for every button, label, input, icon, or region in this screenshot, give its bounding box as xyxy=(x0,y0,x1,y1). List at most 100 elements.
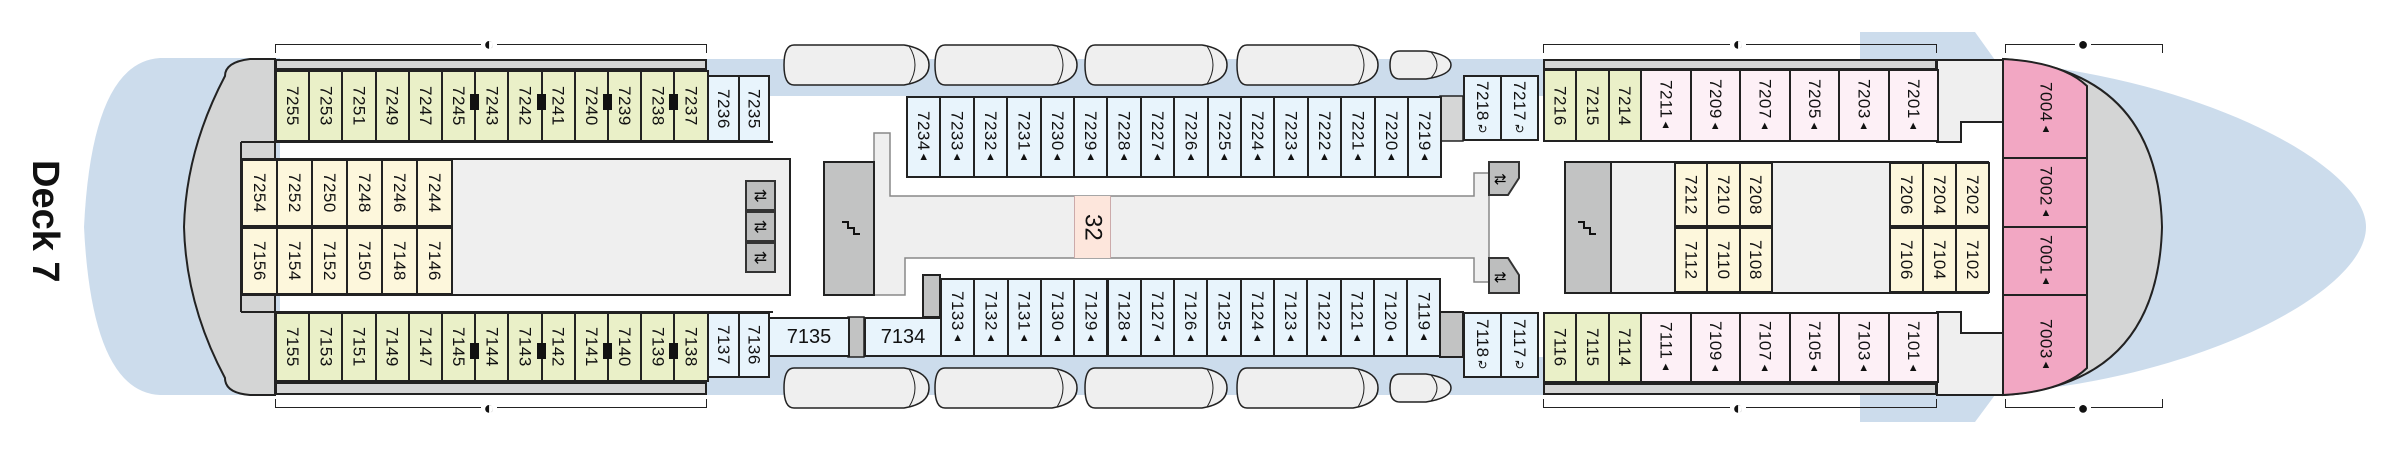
cabin-7114[interactable]: 7114 xyxy=(1607,312,1642,383)
cabin-7229[interactable]: 7229▲ xyxy=(1073,96,1109,178)
cabin-7219[interactable]: 7219▲ xyxy=(1407,96,1443,178)
cabin-7231[interactable]: 7231▲ xyxy=(1006,96,1042,178)
cabin-7220[interactable]: 7220▲ xyxy=(1373,96,1409,178)
cabin-7237[interactable]: 7237 xyxy=(673,70,709,142)
cabin-7110[interactable]: 7110 xyxy=(1706,227,1741,293)
cabin-7149[interactable]: 7149 xyxy=(374,312,410,382)
cabin-7214[interactable]: 7214 xyxy=(1607,69,1642,142)
cabin-7251[interactable]: 7251 xyxy=(341,70,377,142)
cabin-7120[interactable]: 7120▲ xyxy=(1372,278,1409,357)
cabin-7128[interactable]: 7128▲ xyxy=(1106,278,1142,357)
cabin-7004[interactable]: 7004▲ xyxy=(2003,59,2089,158)
cabin-7249[interactable]: 7249 xyxy=(374,70,410,142)
cabin-7121[interactable]: 7121▲ xyxy=(1339,278,1375,357)
cabin-7105[interactable]: 7105▲ xyxy=(1788,312,1840,383)
cabin-7146[interactable]: 7146 xyxy=(416,227,453,295)
cabin-7116[interactable]: 7116 xyxy=(1543,312,1578,383)
cabin-7218[interactable]: 7218↻ xyxy=(1463,75,1502,141)
cabin-7112[interactable]: 7112 xyxy=(1674,227,1709,293)
cabin-7236[interactable]: 7236 xyxy=(707,75,740,142)
cabin-7104[interactable]: 7104 xyxy=(1922,227,1957,293)
cabin-7118[interactable]: 7118↻ xyxy=(1463,312,1502,378)
cabin-7101[interactable]: 7101▲ xyxy=(1887,312,1939,383)
cabin-7241[interactable]: 7241 xyxy=(540,70,576,142)
cabin-7203[interactable]: 7203▲ xyxy=(1838,69,1890,142)
cabin-7252[interactable]: 7252 xyxy=(276,159,313,227)
cabin-7216[interactable]: 7216 xyxy=(1543,69,1578,142)
cabin-7255[interactable]: 7255 xyxy=(275,70,311,142)
cabin-7124[interactable]: 7124▲ xyxy=(1239,278,1275,357)
cabin-7144[interactable]: 7144 xyxy=(474,312,510,382)
cabin-7202[interactable]: 7202 xyxy=(1955,162,1990,227)
cabin-7126[interactable]: 7126▲ xyxy=(1173,278,1209,357)
cabin-7115[interactable]: 7115 xyxy=(1575,312,1610,383)
cabin-7134[interactable]: 7134 xyxy=(864,317,942,357)
public-area-32[interactable]: 32 xyxy=(1074,196,1111,258)
cabin-7210[interactable]: 7210 xyxy=(1706,162,1741,227)
cabin-7003[interactable]: 7003▲ xyxy=(2003,295,2089,395)
cabin-7152[interactable]: 7152 xyxy=(311,227,348,295)
cabin-7232[interactable]: 7232▲ xyxy=(972,96,1009,178)
cabin-7246[interactable]: 7246 xyxy=(381,159,418,227)
cabin-7123[interactable]: 7123▲ xyxy=(1273,278,1309,357)
cabin-7137[interactable]: 7137 xyxy=(707,312,740,378)
cabin-7143[interactable]: 7143 xyxy=(507,312,543,382)
cabin-7212[interactable]: 7212 xyxy=(1674,162,1709,227)
cabin-7147[interactable]: 7147 xyxy=(407,312,443,382)
cabin-7201[interactable]: 7201▲ xyxy=(1887,69,1939,142)
cabin-7250[interactable]: 7250 xyxy=(311,159,348,227)
cabin-7207[interactable]: 7207▲ xyxy=(1739,69,1791,142)
cabin-7248[interactable]: 7248 xyxy=(346,159,383,227)
cabin-7233[interactable]: 7233▲ xyxy=(939,96,975,178)
cabin-7222[interactable]: 7222▲ xyxy=(1306,96,1343,178)
cabin-7125[interactable]: 7125▲ xyxy=(1206,278,1242,357)
cabin-7140[interactable]: 7140 xyxy=(607,312,643,382)
cabin-7247[interactable]: 7247 xyxy=(407,70,443,142)
cabin-7131[interactable]: 7131▲ xyxy=(1006,278,1042,357)
cabin-7235[interactable]: 7235 xyxy=(737,75,770,142)
cabin-7129[interactable]: 7129▲ xyxy=(1073,278,1109,357)
cabin-7243[interactable]: 7243 xyxy=(474,70,510,142)
cabin-7150[interactable]: 7150 xyxy=(346,227,383,295)
cabin-7153[interactable]: 7153 xyxy=(308,312,344,382)
cabin-7253[interactable]: 7253 xyxy=(308,70,344,142)
cabin-7221[interactable]: 7221▲ xyxy=(1340,96,1376,178)
cabin-7211[interactable]: 7211▲ xyxy=(1640,69,1692,142)
cabin-7127[interactable]: 7127▲ xyxy=(1139,278,1176,357)
cabin-7154[interactable]: 7154 xyxy=(276,227,313,295)
cabin-7108[interactable]: 7108 xyxy=(1738,227,1773,293)
cabin-7142[interactable]: 7142 xyxy=(540,312,576,382)
cabin-7107[interactable]: 7107▲ xyxy=(1739,312,1791,383)
cabin-7226[interactable]: 7226▲ xyxy=(1173,96,1209,178)
cabin-7111[interactable]: 7111▲ xyxy=(1640,312,1692,383)
cabin-7230[interactable]: 7230▲ xyxy=(1039,96,1075,178)
cabin-7156[interactable]: 7156 xyxy=(241,227,278,295)
cabin-7135[interactable]: 7135 xyxy=(768,317,850,357)
cabin-7117[interactable]: 7117↻ xyxy=(1500,312,1539,378)
cabin-7103[interactable]: 7103▲ xyxy=(1838,312,1890,383)
cabin-7132[interactable]: 7132▲ xyxy=(973,278,1009,357)
cabin-7206[interactable]: 7206 xyxy=(1889,162,1924,227)
cabin-7217[interactable]: 7217↻ xyxy=(1500,75,1539,141)
cabin-7109[interactable]: 7109▲ xyxy=(1689,312,1741,383)
cabin-7133[interactable]: 7133▲ xyxy=(940,278,976,357)
cabin-7204[interactable]: 7204 xyxy=(1922,162,1957,227)
cabin-7119[interactable]: 7119▲ xyxy=(1406,278,1442,357)
cabin-7209[interactable]: 7209▲ xyxy=(1689,69,1741,142)
cabin-7244[interactable]: 7244 xyxy=(416,159,453,227)
cabin-7225[interactable]: 7225▲ xyxy=(1206,96,1242,178)
cabin-7208[interactable]: 7208 xyxy=(1738,162,1773,227)
cabin-7102[interactable]: 7102 xyxy=(1955,227,1990,293)
cabin-7228[interactable]: 7228▲ xyxy=(1106,96,1142,178)
cabin-7130[interactable]: 7130▲ xyxy=(1039,278,1076,357)
cabin-7254[interactable]: 7254 xyxy=(241,159,278,227)
cabin-7151[interactable]: 7151 xyxy=(341,312,377,382)
cabin-7136[interactable]: 7136 xyxy=(737,312,770,378)
cabin-7224[interactable]: 7224▲ xyxy=(1240,96,1276,178)
cabin-7002[interactable]: 7002▲ xyxy=(2003,158,2089,227)
cabin-7227[interactable]: 7227▲ xyxy=(1139,96,1176,178)
cabin-7001[interactable]: 7001▲ xyxy=(2003,227,2089,295)
cabin-7148[interactable]: 7148 xyxy=(381,227,418,295)
cabin-7234[interactable]: 7234▲ xyxy=(906,96,942,178)
cabin-7155[interactable]: 7155 xyxy=(275,312,311,382)
